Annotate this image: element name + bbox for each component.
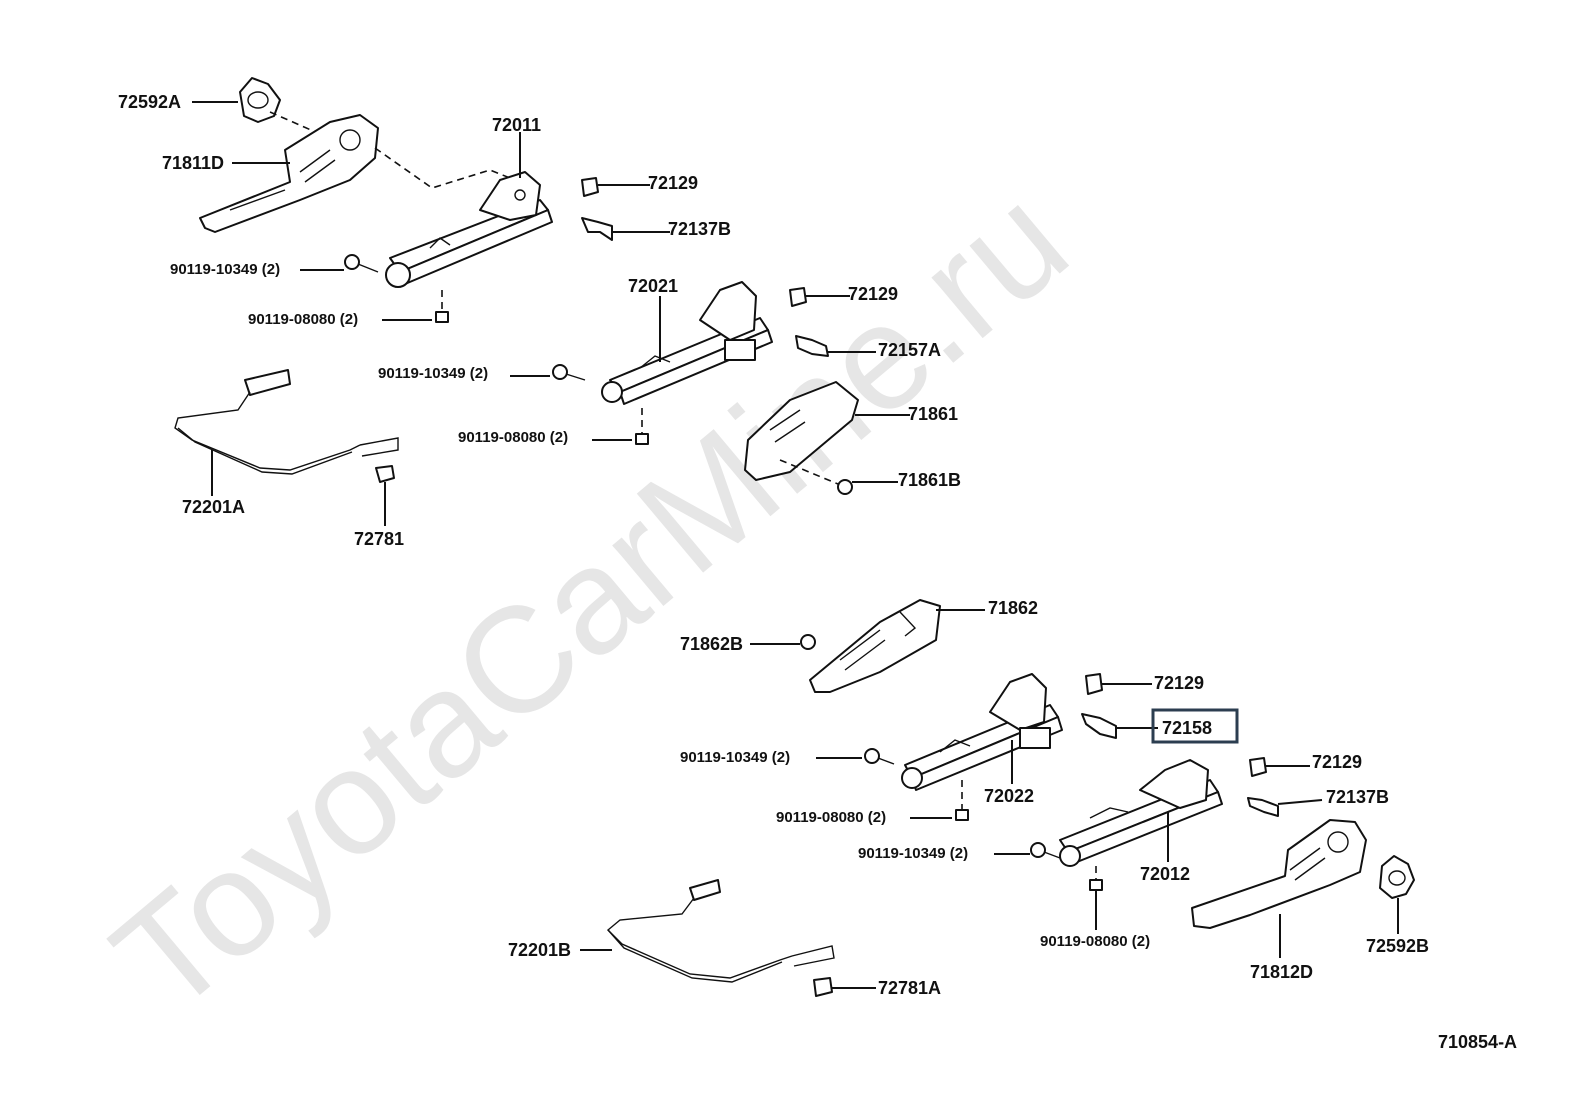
part-72011-seat-rail <box>385 171 553 288</box>
part-72129-clip-1 <box>581 177 599 197</box>
bolt-90119-08080-4 <box>1089 866 1103 891</box>
part-71812d-cover <box>1191 819 1367 929</box>
part-72137b-bracket-2 <box>1247 797 1279 817</box>
bolt-90119-10349-2 <box>552 364 586 381</box>
label-72781a[interactable]: 72781A <box>878 978 941 998</box>
part-72129-clip-2 <box>789 287 807 307</box>
part-71861b-screw <box>779 459 853 495</box>
label-72129-4[interactable]: 72129 <box>1312 752 1362 772</box>
bolt-90119-08080-1 <box>435 290 449 323</box>
label-72781[interactable]: 72781 <box>354 529 404 549</box>
part-72592a-knob <box>239 77 281 123</box>
part-72137b-bracket-1 <box>581 217 613 241</box>
label-90119-08080-2[interactable]: 90119-08080 (2) <box>458 429 568 446</box>
label-72012[interactable]: 72012 <box>1140 864 1190 884</box>
bolt-90119-10349-4 <box>1030 842 1061 859</box>
label-71862b[interactable]: 71862B <box>680 634 743 654</box>
part-72021-seat-rail <box>601 281 773 405</box>
label-72157a[interactable]: 72157A <box>878 340 941 360</box>
part-72129-clip-4 <box>1249 757 1267 777</box>
part-72022-seat-rail <box>901 673 1063 791</box>
part-71862-cover <box>809 599 941 693</box>
label-72022[interactable]: 72022 <box>984 786 1034 806</box>
part-72592b-knob <box>1379 855 1415 899</box>
label-72137b-1[interactable]: 72137B <box>668 219 731 239</box>
label-72129-3[interactable]: 72129 <box>1154 673 1204 693</box>
part-72129-clip-3 <box>1085 673 1103 695</box>
label-90119-10349-1[interactable]: 90119-10349 (2) <box>170 261 280 278</box>
bolt-90119-08080-3 <box>955 780 969 821</box>
label-71811d[interactable]: 71811D <box>162 153 224 173</box>
bolt-90119-10349-1 <box>344 254 379 273</box>
label-72129-1[interactable]: 72129 <box>648 173 698 193</box>
label-72129-2[interactable]: 72129 <box>848 284 898 304</box>
part-71811d-cover <box>199 114 379 233</box>
label-72158[interactable]: 72158 <box>1162 718 1212 738</box>
label-90119-08080-3[interactable]: 90119-08080 (2) <box>776 809 886 826</box>
label-72592b[interactable]: 72592B <box>1366 936 1429 956</box>
label-72021[interactable]: 72021 <box>628 276 678 296</box>
watermark: ToyotaCarMine.ru <box>83 155 1098 1045</box>
label-90119-08080-1[interactable]: 90119-08080 (2) <box>248 311 358 328</box>
part-72157a-bracket <box>795 335 829 357</box>
label-90119-10349-4[interactable]: 90119-10349 (2) <box>858 845 968 862</box>
diagram-code: 710854-A <box>1438 1032 1517 1052</box>
part-72781-clip <box>375 465 395 483</box>
label-90119-08080-4[interactable]: 90119-08080 (2) <box>1040 933 1150 950</box>
label-71861[interactable]: 71861 <box>908 404 958 424</box>
label-72592a[interactable]: 72592A <box>118 92 181 112</box>
label-71862[interactable]: 71862 <box>988 598 1038 618</box>
label-72011[interactable]: 72011 <box>492 115 541 135</box>
part-71862b-screw <box>800 634 816 650</box>
part-72781a-clip <box>813 977 833 997</box>
label-72201b[interactable]: 72201B <box>508 940 571 960</box>
label-90119-10349-2[interactable]: 90119-10349 (2) <box>378 365 488 382</box>
label-90119-10349-3[interactable]: 90119-10349 (2) <box>680 749 790 766</box>
part-72201b-wire <box>606 879 835 983</box>
label-72137b-2[interactable]: 72137B <box>1326 787 1389 807</box>
label-72201a[interactable]: 72201A <box>182 497 245 517</box>
part-72201a-wire <box>174 369 399 475</box>
label-71861b[interactable]: 71861B <box>898 470 961 490</box>
bolt-90119-10349-3 <box>864 748 895 765</box>
label-71812d[interactable]: 71812D <box>1250 962 1313 982</box>
part-72012-seat-rail <box>1059 759 1223 867</box>
highlight-box-72158 <box>1151 708 1239 744</box>
part-72158-bracket <box>1081 713 1117 739</box>
bolt-90119-08080-2 <box>635 408 649 445</box>
part-71861-cover <box>744 381 859 481</box>
